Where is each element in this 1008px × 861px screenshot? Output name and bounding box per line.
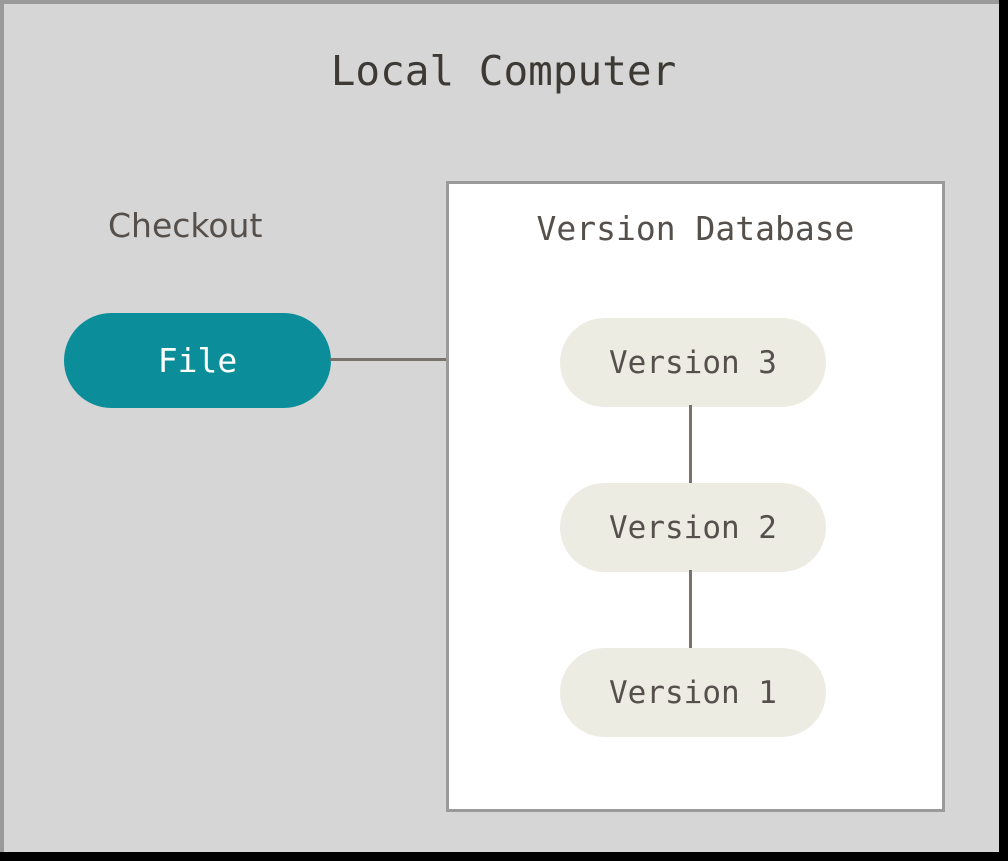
connector-version-3-to-version-2 [689,405,692,485]
diagram-title: Local Computer [330,47,677,95]
connector-version-2-to-version-1 [689,570,692,650]
version-node-1-label: Version 1 [609,674,777,711]
file-node[interactable]: File [64,313,331,408]
version-node-3-label: Version 3 [609,344,777,381]
version-database-title: Version Database [536,209,855,248]
version-node-2[interactable]: Version 2 [560,483,826,572]
version-node-3[interactable]: Version 3 [560,318,826,407]
version-node-2-label: Version 2 [609,509,777,546]
checkout-section-label: Checkout [108,206,263,245]
file-node-label: File [157,340,238,380]
version-node-1[interactable]: Version 1 [560,648,826,737]
